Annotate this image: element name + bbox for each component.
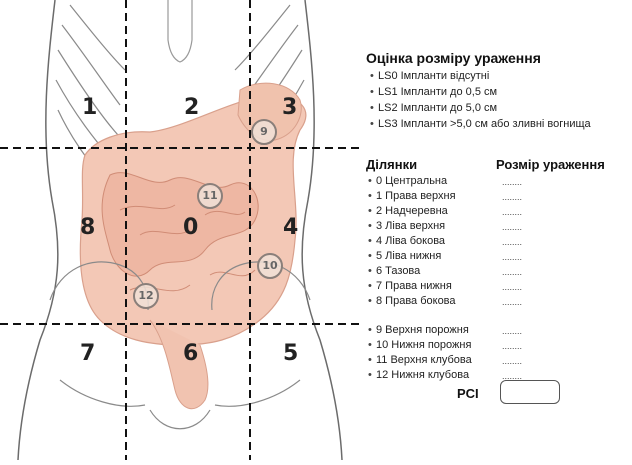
size-legend-item: • LS2 Імпланти до 5,0 см xyxy=(370,102,497,114)
region-row: •10 Нижня порожня xyxy=(368,339,472,351)
bullet-icon: • xyxy=(370,118,374,130)
bowel-region-11-marker: 11 xyxy=(197,183,223,209)
bullet-icon: • xyxy=(370,102,374,114)
lesion-size-field[interactable]: ........ xyxy=(502,237,523,247)
bowel-region-10-marker: 10 xyxy=(257,253,283,279)
size-legend-item: • LS1 Імпланти до 0,5 см xyxy=(370,86,497,98)
lesion-size-field[interactable]: ........ xyxy=(502,356,523,366)
lesion-size-field[interactable]: ........ xyxy=(502,341,523,351)
region-row: •6 Тазова xyxy=(368,265,421,277)
region-1-label: 1 xyxy=(82,95,98,120)
region-row: •3 Ліва верхня xyxy=(368,220,446,232)
bullet-icon: • xyxy=(368,354,372,366)
bullet-icon: • xyxy=(368,265,372,277)
region-7-label: 7 xyxy=(80,341,96,366)
bullet-icon: • xyxy=(368,250,372,262)
lesion-size-field[interactable]: ........ xyxy=(502,207,523,217)
size-legend-text: LS1 Імпланти до 0,5 см xyxy=(378,86,498,98)
bullet-icon: • xyxy=(368,220,372,232)
region-row: •7 Права нижня xyxy=(368,280,452,292)
bullet-icon: • xyxy=(368,205,372,217)
bullet-icon: • xyxy=(368,235,372,247)
bullet-icon: • xyxy=(370,70,374,82)
size-legend-title: Оцінка розміру ураження xyxy=(366,50,541,66)
region-row: •8 Права бокова xyxy=(368,295,456,307)
bullet-icon: • xyxy=(368,369,372,381)
size-legend-item: • LS0 Імпланти відсутні xyxy=(370,70,489,82)
region-row: •4 Ліва бокова xyxy=(368,235,446,247)
pci-scoring-panel: Оцінка розміру ураження • LS0 Імпланти ві… xyxy=(360,0,632,460)
lesion-size-field[interactable]: ........ xyxy=(502,177,523,187)
lesion-size-field[interactable]: ........ xyxy=(502,222,523,232)
region-row: •2 Надчеревна xyxy=(368,205,448,217)
bullet-icon: • xyxy=(368,324,372,336)
region-0-label: 0 xyxy=(183,215,199,240)
bullet-icon: • xyxy=(368,295,372,307)
abdomen-diagram: 1 2 3 8 0 4 7 6 5 9 11 10 12 xyxy=(0,0,360,461)
lesion-size-field[interactable]: ........ xyxy=(502,282,523,292)
region-row: •0 Центральна xyxy=(368,175,448,187)
size-legend-text: LS0 Імпланти відсутні xyxy=(378,70,490,82)
region-8-label: 8 xyxy=(80,215,96,240)
region-row: •11 Верхня клубова xyxy=(368,354,472,366)
region-5-label: 5 xyxy=(283,341,299,366)
region-6-label: 6 xyxy=(183,341,199,366)
lesion-size-field[interactable]: ........ xyxy=(502,252,523,262)
bullet-icon: • xyxy=(368,339,372,351)
pci-score-field[interactable] xyxy=(500,380,560,404)
lesion-size-field[interactable]: ........ xyxy=(502,326,523,336)
region-row: •12 Нижня клубова xyxy=(368,369,470,381)
bowel-region-9-marker: 9 xyxy=(251,119,277,145)
lesion-size-field[interactable]: ........ xyxy=(502,371,523,381)
region-2-label: 2 xyxy=(184,95,200,120)
bullet-icon: • xyxy=(368,175,372,187)
bullet-icon: • xyxy=(368,280,372,292)
region-row: •9 Верхня порожня xyxy=(368,324,469,336)
size-column-header: Розмір ураження xyxy=(496,157,605,172)
size-legend-item: • LS3 Імпланти >5,0 см або зливні вогнища xyxy=(370,118,591,130)
lesion-size-field[interactable]: ........ xyxy=(502,297,523,307)
regions-column-header: Ділянки xyxy=(366,157,418,172)
region-3-label: 3 xyxy=(282,95,298,120)
pci-label: PCI xyxy=(457,386,479,401)
bullet-icon: • xyxy=(368,190,372,202)
region-row: •5 Ліва нижня xyxy=(368,250,442,262)
region-4-label: 4 xyxy=(283,215,299,240)
region-row: •1 Права верхня xyxy=(368,190,456,202)
size-legend-text: LS3 Імпланти >5,0 см або зливні вогнища xyxy=(378,118,591,130)
bowel-region-12-marker: 12 xyxy=(133,283,159,309)
lesion-size-field[interactable]: ........ xyxy=(502,267,523,277)
bullet-icon: • xyxy=(370,86,374,98)
lesion-size-field[interactable]: ........ xyxy=(502,192,523,202)
size-legend-text: LS2 Імпланти до 5,0 см xyxy=(378,102,498,114)
abdomen-illustration xyxy=(0,0,360,461)
